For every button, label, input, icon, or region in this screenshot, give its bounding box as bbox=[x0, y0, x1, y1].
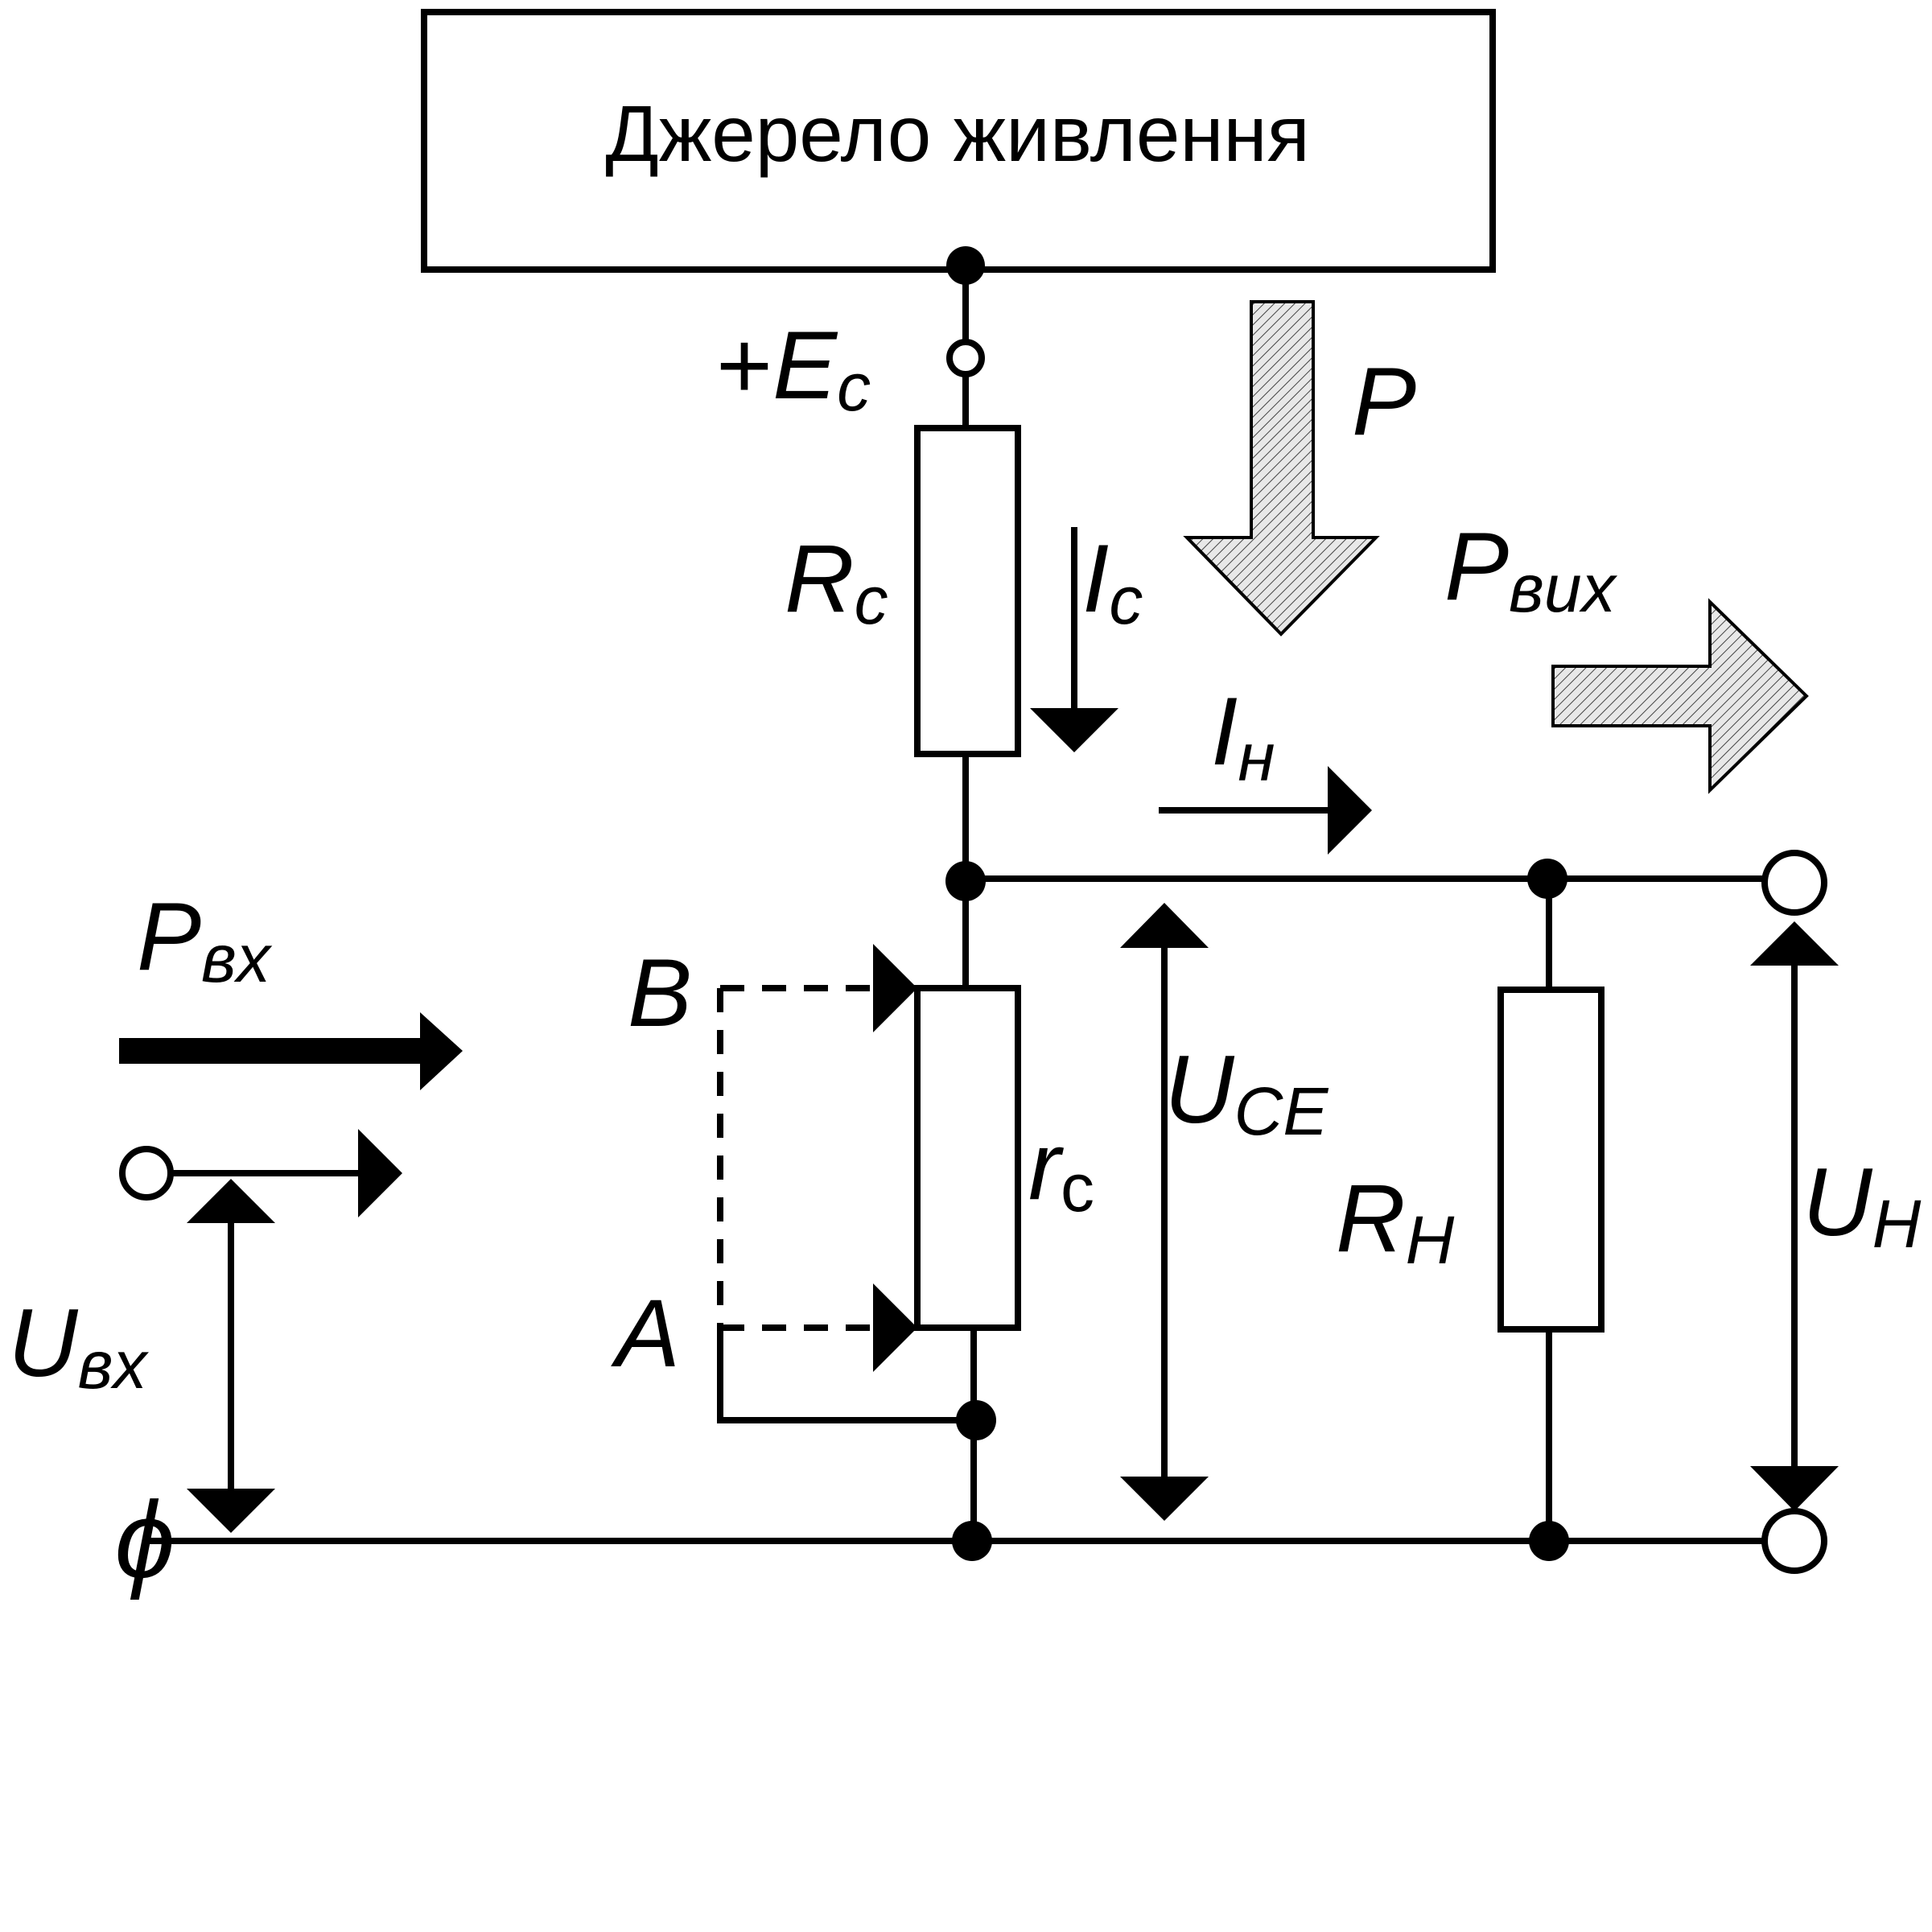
rn-resistor bbox=[1497, 987, 1605, 1333]
power-p-arrow bbox=[1183, 300, 1380, 636]
pin-arrow-shaft bbox=[119, 1038, 425, 1064]
un-label: UH bbox=[1802, 1148, 1922, 1262]
rn-label: RH bbox=[1336, 1164, 1455, 1278]
uce-label: UCE bbox=[1164, 1036, 1329, 1149]
ground-node-dot-1 bbox=[952, 1521, 992, 1561]
output-bottom-terminal bbox=[1761, 1508, 1827, 1574]
pin-arrow-head bbox=[420, 1012, 463, 1090]
supply-junction-dot bbox=[946, 246, 985, 285]
rtr-resistor bbox=[914, 985, 1021, 1331]
uin-label: Uвх bbox=[8, 1289, 150, 1403]
output-top-terminal bbox=[1761, 850, 1827, 916]
pout-arrow bbox=[1551, 598, 1809, 794]
uce-arrow-head-bottom bbox=[1120, 1477, 1209, 1521]
pout-label: Pвих bbox=[1444, 513, 1618, 626]
uin-arrow-head-bottom bbox=[187, 1489, 275, 1533]
ground-node-dot-2 bbox=[1529, 1521, 1569, 1561]
ec-label: +Ec bbox=[716, 311, 871, 425]
input-terminal bbox=[119, 1146, 174, 1201]
rc-resistor bbox=[914, 425, 1021, 757]
a-to-emitter-wire bbox=[717, 1328, 976, 1423]
power-supply-box bbox=[421, 9, 1496, 273]
in-arrow-head bbox=[1328, 766, 1372, 855]
rc-label: Rc bbox=[785, 525, 888, 638]
un-arrow-head-bottom bbox=[1750, 1466, 1839, 1511]
uin-arrow-head-top bbox=[187, 1179, 275, 1223]
input-wire-arrow-head bbox=[358, 1129, 402, 1217]
ec-terminal bbox=[946, 339, 985, 377]
b-label: B bbox=[628, 939, 692, 1047]
ic-arrow-head bbox=[1030, 708, 1118, 752]
a-label: A bbox=[611, 1279, 680, 1387]
ground-symbol: ϕ bbox=[114, 1479, 175, 1600]
power-supply-title: Джерело живлення bbox=[605, 89, 1309, 178]
pin-label: Pвх bbox=[137, 883, 273, 996]
power-p-label: P bbox=[1352, 348, 1416, 455]
in-label: Iн bbox=[1211, 678, 1275, 795]
a-arrow-head bbox=[873, 1283, 917, 1372]
rtr-label: rc bbox=[1028, 1112, 1094, 1226]
b-arrow-head bbox=[873, 944, 917, 1032]
un-arrow-head-top bbox=[1750, 921, 1839, 966]
uce-arrow-head-top bbox=[1120, 903, 1209, 948]
ic-label: Ic bbox=[1082, 525, 1143, 638]
